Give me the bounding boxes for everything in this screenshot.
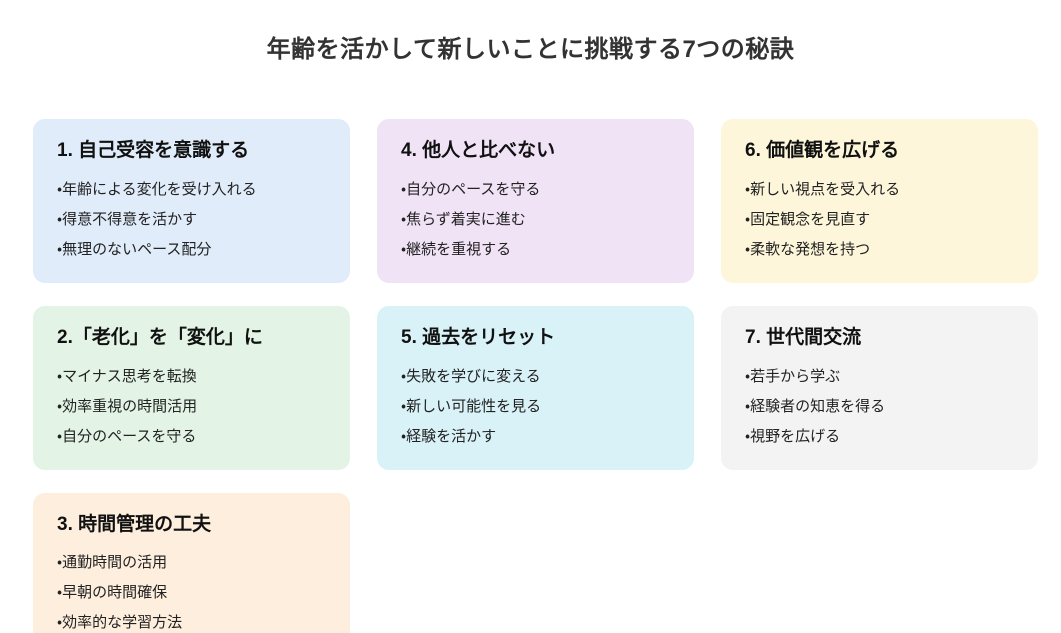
card-2-item-2: ・効率重視の時間活用 [57, 397, 198, 415]
card-6-broaden-values: 6. 価値観を広げる ・新しい視点を受入れる ・固定観念を見直す ・柔軟な発想を… [721, 119, 1038, 283]
card-4-item-2: ・焦らず着実に進む [401, 210, 526, 228]
card-6-item-1: ・新しい視点を受入れる [745, 180, 901, 198]
card-5-item-1: ・失敗を学びに変える [401, 367, 541, 385]
card-3-item-2: ・早朝の時間確保 [57, 584, 168, 602]
card-7-title: 7. 世代間交流 [745, 326, 862, 348]
card-grid: 1. 自己受容を意識する ・年齢による変化を受け入れる ・得意不得意を活かす ・… [33, 119, 1038, 633]
card-1-title: 1. 自己受容を意識する [57, 140, 250, 161]
column-1: 1. 自己受容を意識する ・年齢による変化を受け入れる ・得意不得意を活かす ・… [33, 119, 350, 633]
card-4-item-3: ・継続を重視する [401, 240, 512, 258]
card-4-title: 4. 他人と比べない [401, 140, 556, 161]
page-title: 年齢を活かして新しいことに挑戦する7つの秘訣 [266, 36, 795, 63]
card-4-item-1: ・自分のペースを守る [401, 180, 541, 198]
card-6-title: 6. 価値観を広げる [745, 140, 900, 161]
card-1-item-3: ・無理のないペース配分 [57, 240, 212, 258]
column-3: 6. 価値観を広げる ・新しい視点を受入れる ・固定観念を見直す ・柔軟な発想を… [721, 119, 1038, 470]
card-7-intergenerational-exchange: 7. 世代間交流 ・若手から学ぶ ・経験者の知恵を得る ・視野を広げる [721, 305, 1038, 470]
card-6-item-3: ・柔軟な発想を持つ [745, 240, 871, 258]
card-1-self-acceptance: 1. 自己受容を意識する ・年齢による変化を受け入れる ・得意不得意を活かす ・… [33, 119, 350, 283]
card-7-item-1: ・若手から学ぶ [745, 367, 841, 385]
card-7-item-2: ・経験者の知恵を得る [745, 397, 886, 415]
card-4-no-comparison: 4. 他人と比べない ・自分のペースを守る ・焦らず着実に進む ・継続を重視する [377, 119, 694, 283]
card-5-item-3: ・経験を活かす [401, 427, 497, 445]
card-3-time-management: 3. 時間管理の工夫 ・通勤時間の活用 ・早朝の時間確保 ・効率的な学習方法 [33, 492, 350, 633]
card-5-reset-past: 5. 過去をリセット ・失敗を学びに変える ・新しい可能性を見る ・経験を活かす [377, 305, 694, 470]
card-1-item-1: ・年齢による変化を受け入れる [57, 180, 257, 198]
card-2-title: 2.「老化」を「変化」に [57, 326, 263, 348]
card-3-item-1: ・通勤時間の活用 [57, 554, 168, 572]
card-3-title: 3. 時間管理の工夫 [57, 513, 212, 535]
card-5-title: 5. 過去をリセット [401, 326, 556, 348]
card-2-item-3: ・自分のペースを守る [57, 427, 197, 445]
column-2: 4. 他人と比べない ・自分のペースを守る ・焦らず着実に進む ・継続を重視する… [377, 119, 694, 470]
card-6-item-2: ・固定観念を見直す [745, 210, 871, 228]
card-2-item-1: ・マイナス思考を転換 [57, 367, 197, 385]
card-2-aging-as-change: 2.「老化」を「変化」に ・マイナス思考を転換 ・効率重視の時間活用 ・自分のペ… [33, 305, 350, 470]
card-3-item-3: ・効率的な学習方法 [57, 614, 183, 632]
card-7-item-3: ・視野を広げる [745, 427, 841, 445]
card-5-item-2: ・新しい可能性を見る [401, 397, 542, 415]
card-1-item-2: ・得意不得意を活かす [57, 210, 198, 228]
